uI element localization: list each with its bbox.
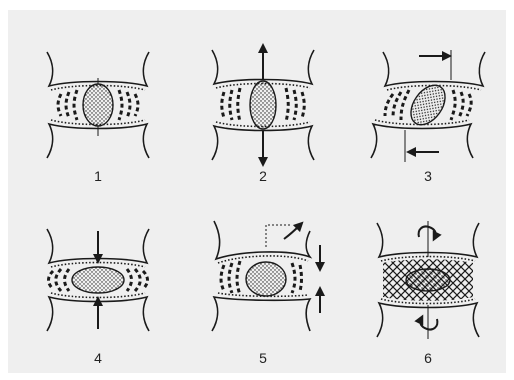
disc-shear-illustration	[353, 40, 503, 170]
panel-label: 3	[353, 168, 503, 184]
disc-neutral-illustration	[23, 40, 173, 170]
panel-neutral: 1	[23, 40, 173, 190]
panel-tension: 2	[188, 40, 338, 190]
panel-torsion: 6	[353, 215, 503, 365]
disc-bending-illustration	[188, 215, 338, 345]
disc-tension-illustration	[188, 40, 338, 170]
panel-bending: 5	[188, 215, 338, 365]
disc-compression-illustration	[23, 215, 173, 345]
disc-loading-diagram: 1 2	[8, 10, 506, 373]
panel-label: 2	[188, 168, 338, 184]
bending-rotation-arrow	[284, 225, 300, 239]
panel-label: 6	[353, 350, 503, 366]
panel-shear: 3	[353, 40, 503, 190]
panel-compression: 4	[23, 215, 173, 365]
panel-label: 4	[23, 350, 173, 366]
torsion-arrow-top	[419, 226, 436, 237]
panel-label: 1	[23, 168, 173, 184]
panel-label: 5	[188, 350, 338, 366]
torsion-arrow-bottom	[420, 319, 437, 330]
disc-torsion-illustration	[353, 215, 503, 345]
